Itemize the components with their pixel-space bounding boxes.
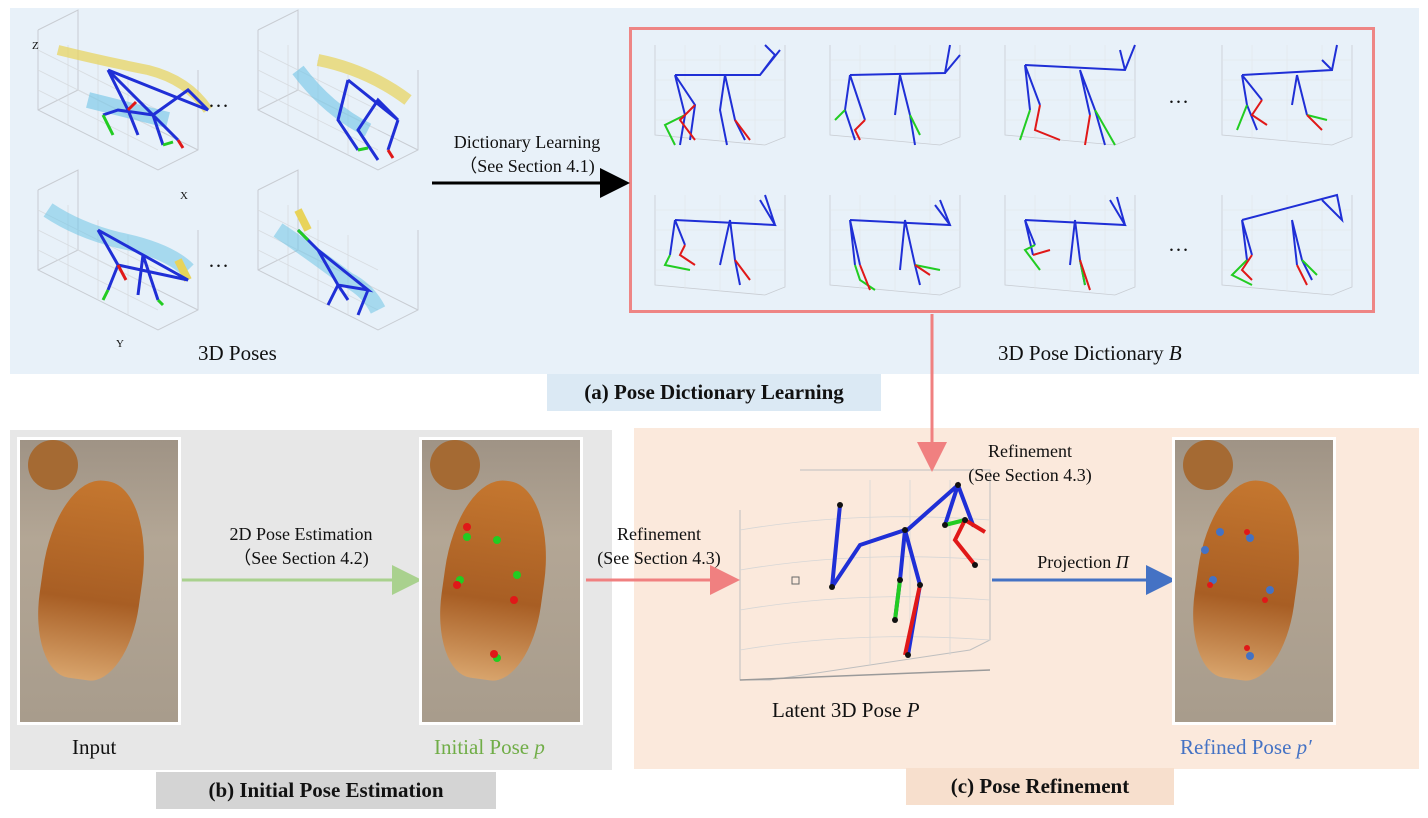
refined-keypoints [1201, 528, 1274, 660]
refinement-top-line1: Refinement [988, 441, 1072, 461]
initial-keypoints [453, 523, 521, 662]
axis-z-label: Z [32, 40, 39, 52]
pose-dictionary-learning-panel [10, 8, 1419, 374]
pose-estimation-line2: （See Section 4.2) [233, 548, 369, 568]
axis-x-label: X [180, 190, 188, 202]
dictionary-learning-line1: Dictionary Learning [453, 132, 601, 152]
point-cloud-pose-3 [37, 169, 199, 331]
projection-symbol: Π [1115, 552, 1129, 572]
pose-estimation-line1: 2D Pose Estimation [229, 524, 373, 544]
initial-pose-tiger-image [419, 437, 583, 725]
ellipsis-3: … [1168, 84, 1189, 108]
refined-pose-symbol: p′ [1296, 735, 1312, 759]
dict-skeleton-5 [654, 194, 786, 296]
dict-skeleton-6 [829, 194, 961, 296]
3d-poses-caption: 3D Poses [198, 341, 277, 365]
ellipsis-2: … [208, 248, 229, 272]
refinement-label-left: Refinement (See Section 4.3) [578, 522, 740, 570]
dict-skeleton-8 [1221, 193, 1353, 296]
refined-pose-tiger-image [1172, 437, 1336, 725]
dict-skeleton-1 [654, 44, 786, 146]
pose-dictionary-caption: 3D Pose Dictionary B [998, 341, 1182, 366]
pose-estimation-label: 2D Pose Estimation （See Section 4.2) [186, 522, 416, 570]
latent-pose-text: Latent 3D Pose [772, 698, 902, 722]
refined-pose-text: Refined Pose [1180, 735, 1292, 759]
refinement-left-line1: Refinement [617, 524, 701, 544]
refined-pose-caption: Refined Pose p′ [1180, 735, 1312, 760]
dict-skeleton-2 [829, 44, 961, 146]
point-cloud-pose-2 [257, 9, 419, 171]
ellipsis-4: … [1168, 232, 1189, 256]
dict-skeleton-4 [1221, 44, 1353, 146]
pose-dictionary-text: 3D Pose Dictionary [998, 341, 1164, 365]
panel-a-title: (a) Pose Dictionary Learning [547, 374, 881, 411]
dict-skeleton-3 [1004, 44, 1136, 146]
panel-c-title: (c) Pose Refinement [906, 768, 1174, 805]
input-caption: Input [72, 735, 117, 759]
latent-3d-pose-plot [739, 469, 991, 681]
dictionary-learning-label: Dictionary Learning （See Section 4.1) [432, 130, 622, 178]
dict-skeleton-7 [1004, 194, 1136, 296]
pose-dictionary-symbol: B [1168, 341, 1182, 365]
ellipsis-1: … [208, 88, 229, 112]
projection-label: Projection Π [1008, 550, 1158, 574]
projection-text: Projection [1037, 552, 1112, 572]
initial-pose-text: Initial Pose [434, 735, 530, 759]
initial-pose-caption: Initial Pose p [434, 735, 545, 760]
refinement-label-top: Refinement (See Section 4.3) [950, 439, 1110, 487]
refinement-top-line2: (See Section 4.3) [968, 465, 1092, 485]
input-tiger-image [17, 437, 181, 725]
point-cloud-pose-1 [37, 9, 213, 171]
panel-b-title: (b) Initial Pose Estimation [156, 772, 496, 809]
point-cloud-pose-4 [257, 169, 419, 331]
refinement-left-line2: (See Section 4.3) [597, 548, 721, 568]
axis-y-label: Y [116, 338, 124, 350]
latent-pose-caption: Latent 3D Pose P [772, 698, 920, 723]
latent-pose-symbol: P [906, 698, 920, 722]
initial-pose-symbol: p [534, 735, 545, 759]
pose-dictionary-box [629, 27, 1375, 313]
dictionary-learning-line2: （See Section 4.1) [459, 156, 595, 176]
